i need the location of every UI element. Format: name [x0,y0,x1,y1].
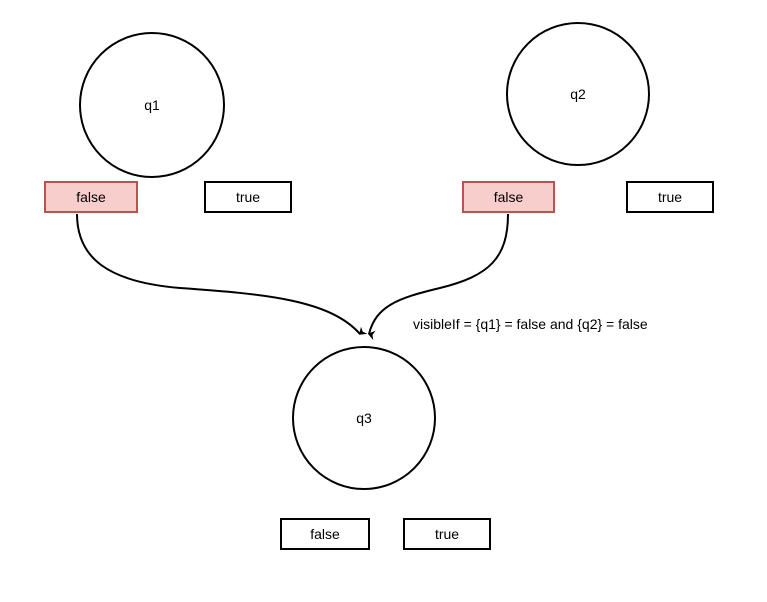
edge-q1-false-to-q3 [76,213,368,335]
option-q3-true-label: true [434,526,460,542]
node-q2-label: q2 [570,86,586,102]
edge-condition-label: visibleIf = {q1} = false and {q2} = fals… [413,316,648,332]
option-q3-false-label: false [310,526,340,542]
node-q3[interactable]: q3 [292,346,436,490]
option-q3-true[interactable]: true [403,518,491,550]
node-q1[interactable]: q1 [79,32,225,178]
node-q3-label: q3 [356,410,372,426]
option-q1-true[interactable]: true [204,181,292,213]
node-q2[interactable]: q2 [506,22,650,166]
option-q1-true-label: true [235,189,261,205]
option-q2-true-label: true [657,189,683,205]
option-q2-false-label: false [493,189,524,205]
option-q1-false[interactable]: false [44,181,138,213]
option-q1-false-label: false [76,189,106,205]
node-q1-label: q1 [144,97,160,113]
option-q2-true[interactable]: true [626,181,714,213]
option-q2-false[interactable]: false [462,181,555,213]
option-q3-false[interactable]: false [280,518,370,550]
